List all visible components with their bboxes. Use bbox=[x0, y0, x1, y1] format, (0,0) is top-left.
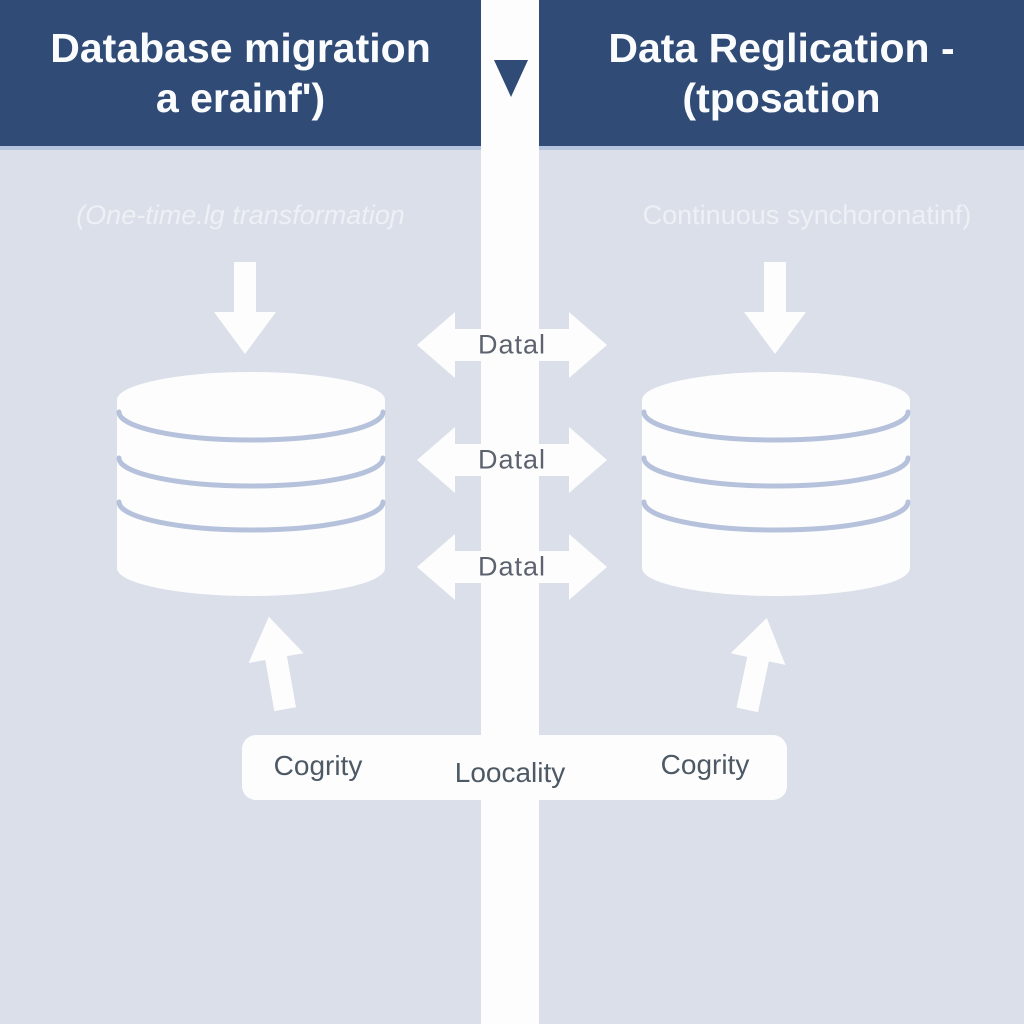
database-cylinder-right bbox=[641, 372, 911, 596]
down-arrow-icon-left bbox=[214, 262, 276, 354]
up-arrow-icon-right bbox=[730, 618, 786, 713]
left-title-line2: a erainf') bbox=[155, 75, 326, 121]
triangle-down-icon bbox=[494, 60, 528, 97]
left-subtitle: (One-time.lg transformatioɲ bbox=[76, 200, 405, 230]
bottom-bar-label-left: Cogrity bbox=[273, 750, 363, 781]
bidirectional-arrow-icon-1 bbox=[417, 312, 607, 378]
bidirectional-arrow-icon-3 bbox=[417, 534, 607, 600]
right-panel-title: Data Reglication - (tposation bbox=[539, 0, 1024, 146]
center-divider-bar bbox=[481, 0, 539, 1024]
exchange-label-3: Datal bbox=[477, 551, 547, 582]
bidirectional-arrow-icon-2 bbox=[417, 427, 607, 493]
database-cylinder-left bbox=[116, 372, 386, 596]
left-title-line1: Database migration bbox=[50, 25, 431, 71]
right-title-line2: (tposation bbox=[682, 75, 881, 121]
bottom-bar-label-center: Loocality bbox=[454, 757, 566, 788]
right-title-line1: Data Reglication - bbox=[608, 25, 955, 71]
bottom-bar bbox=[242, 735, 787, 800]
right-subtitle: Continuous synchoronatinf) bbox=[642, 200, 972, 230]
exchange-label-1: Datal bbox=[477, 329, 547, 360]
bottom-bar-label-right: Cogrity bbox=[660, 749, 750, 780]
up-arrow-icon-left bbox=[248, 616, 304, 712]
down-arrow-icon-right bbox=[744, 262, 806, 354]
left-panel-title: Database migration a erainf') bbox=[0, 0, 481, 146]
exchange-label-2: Datal bbox=[477, 444, 547, 475]
